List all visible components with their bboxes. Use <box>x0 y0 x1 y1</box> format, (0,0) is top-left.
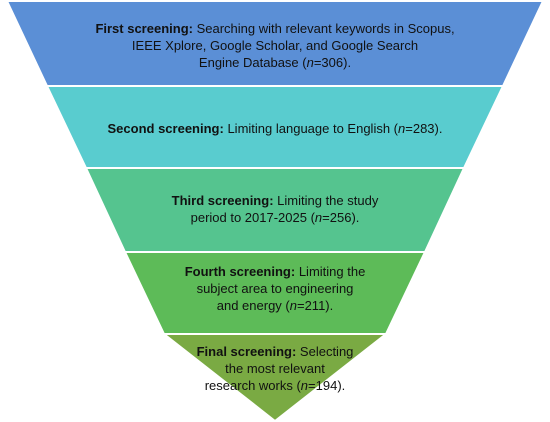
stage-3-n-value: =256). <box>322 210 360 225</box>
stage-4-text-line-2: subject area to engineering <box>196 281 354 296</box>
stage-5-text-line-2: the most relevant <box>225 361 325 376</box>
stage-4-heading: Fourth screening: <box>184 264 296 279</box>
stage-5-n-label: n <box>300 378 309 393</box>
stage-4-label: Fourth screening: Limiting the subject a… <box>170 263 380 314</box>
stage-2-heading: Second screening: <box>107 121 224 136</box>
stage-1-text-line-3: Engine Database ( <box>198 55 307 70</box>
stage-4-text-line-3: and energy ( <box>216 298 290 313</box>
stage-4-text-line-1: Limiting the <box>298 264 366 279</box>
stage-2-label: Second screening: Limiting language to E… <box>80 120 470 137</box>
stage-3-n-label: n <box>314 210 323 225</box>
stage-5-text-line-1: Selecting <box>299 344 354 359</box>
stage-1-heading: First screening: <box>95 21 193 36</box>
stage-5-text-line-3: research works ( <box>204 378 301 393</box>
stage-5-label: Final screening: Selecting the most rele… <box>185 343 365 394</box>
funnel-stage-5 <box>161 333 389 422</box>
stage-3-text-line-1: Limiting the study <box>277 193 379 208</box>
stage-3-heading: Third screening: <box>171 193 274 208</box>
stage-1-text-line-2: IEEE Xplore, Google Scholar, and Google … <box>131 38 419 53</box>
stage-2-text: Limiting language to English ( <box>227 121 399 136</box>
stage-1-text-line-1: Searching with relevant keywords in Scop… <box>196 21 455 36</box>
stage-1-n-value: =306). <box>313 55 352 70</box>
stage-4-n-value: =211). <box>296 298 334 313</box>
stage-5-n-value: =194). <box>308 378 346 393</box>
stage-1-n-label: n <box>306 55 314 70</box>
stage-1-label: First screening: Searching with relevant… <box>70 20 480 71</box>
stage-3-label: Third screening: Limiting the study peri… <box>140 192 410 226</box>
stage-3-text-line-2: period to 2017-2025 ( <box>190 210 315 225</box>
stage-2-n-label: n <box>398 121 406 136</box>
stage-4-n-label: n <box>289 298 297 313</box>
stage-2-n-value: =283). <box>405 121 443 136</box>
stage-5-heading: Final screening: <box>196 344 297 359</box>
